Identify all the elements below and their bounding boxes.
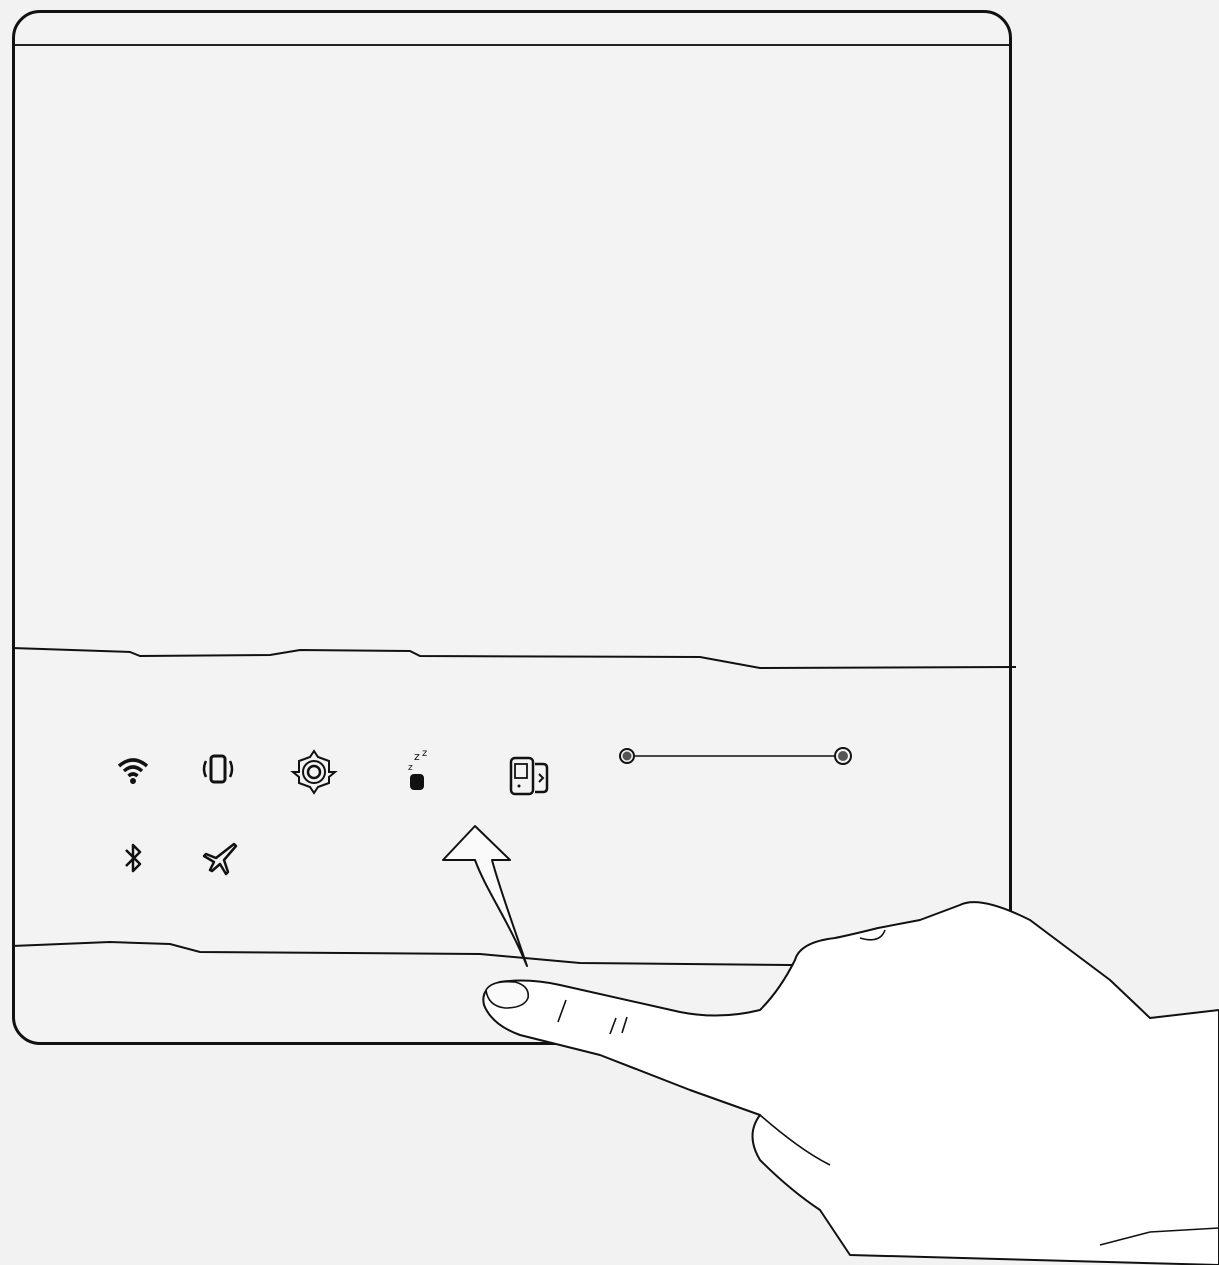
- wifi-toggle[interactable]: [108, 745, 158, 795]
- sleep-mode-icon: z z z: [388, 746, 438, 798]
- brightness-high-icon: [835, 748, 851, 764]
- wifi-icon: [113, 750, 153, 790]
- phone-frame: z z z: [12, 10, 1012, 1045]
- airplane-mode-toggle[interactable]: [195, 833, 245, 883]
- screen-cast-icon: [505, 754, 551, 798]
- location-toggle[interactable]: [289, 747, 339, 797]
- sleep-mode-toggle[interactable]: z z z: [388, 747, 438, 797]
- location-icon: [289, 747, 339, 797]
- vibrate-icon: [196, 750, 240, 790]
- svg-text:z: z: [422, 748, 427, 759]
- brightness-slider[interactable]: [615, 741, 855, 771]
- bluetooth-icon: [118, 838, 148, 878]
- airplane-mode-icon: [198, 836, 242, 880]
- vibrate-toggle[interactable]: [193, 745, 243, 795]
- brightness-low-icon: [620, 749, 634, 763]
- screen-cast-toggle[interactable]: [503, 751, 553, 801]
- screen-content-area: [15, 46, 1009, 651]
- bluetooth-toggle[interactable]: [108, 833, 158, 883]
- quick-settings-panel: z z z: [15, 651, 1009, 951]
- svg-text:z: z: [408, 763, 413, 773]
- svg-text:z: z: [414, 750, 420, 763]
- status-bar: [15, 13, 1009, 46]
